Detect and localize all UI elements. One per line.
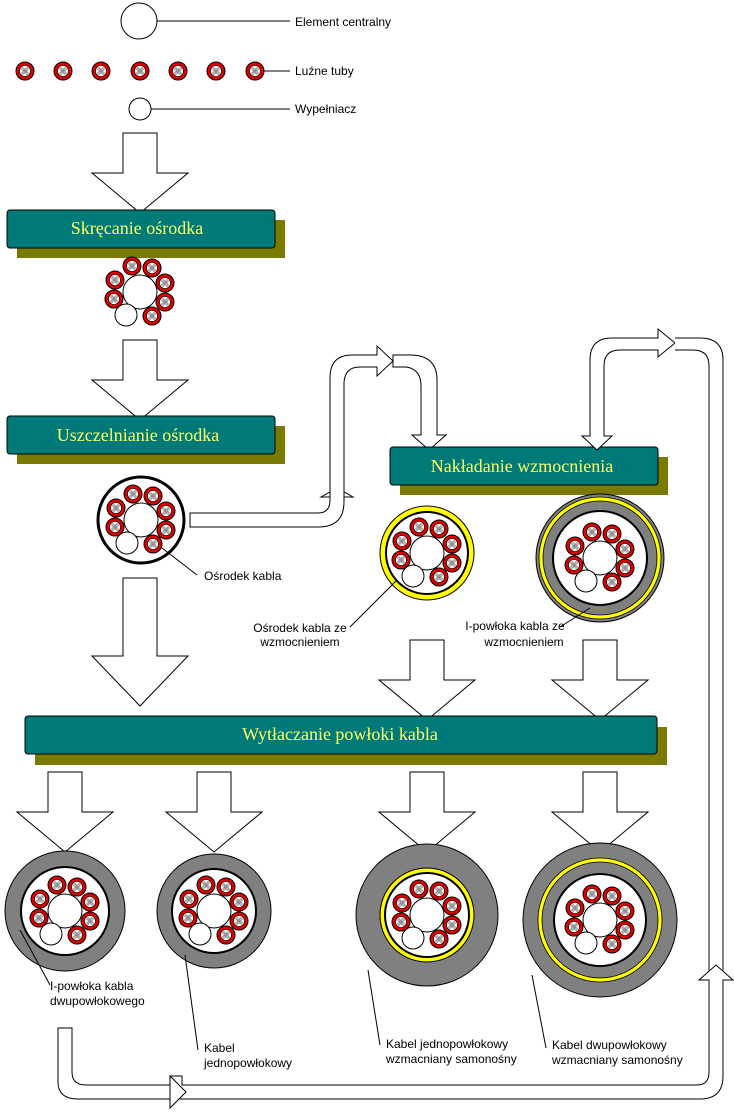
callout-double-self-line1: Kabel dwupowłokowy <box>552 1038 667 1052</box>
flow-pipe-return-bottom <box>57 964 734 1100</box>
callout-inner-sheath-double-line1: I-powłoka kabla <box>50 979 134 993</box>
loose-tube-icon <box>53 61 73 81</box>
double-sheath-self-supporting-cable <box>522 842 678 998</box>
callout-single-sheath-line2: jednopowłokowy <box>203 1056 292 1070</box>
callout-single-self-line1: Kabel jednopowłokowy <box>386 1037 508 1051</box>
process-arrow <box>91 339 189 421</box>
flow-pipe-to-reinforcement <box>189 487 355 528</box>
process-arrow <box>551 771 649 853</box>
step-sheathing-label: Wytłaczanie powłoki kabla <box>242 724 438 744</box>
legend-loose-tubes-label: Luźne tuby <box>295 64 354 78</box>
step-stranding: Skręcanie ośrodka <box>6 209 285 258</box>
callout-inner-sheath-reinforced-line1: I-powłoka kabla ze <box>465 619 565 633</box>
core-with-reinforcement <box>379 505 475 601</box>
process-arrow <box>378 639 476 721</box>
flow-arrow-head-return <box>169 1074 187 1110</box>
legend-central-element: Element centralny <box>120 2 391 40</box>
cable-core <box>96 475 186 565</box>
callout-inner-sheath-reinforced-line2: wzmocnieniem <box>483 635 563 649</box>
flow-pipe-return-side <box>675 337 724 981</box>
loose-tube-icon <box>206 61 226 81</box>
step-box <box>6 415 276 455</box>
flow-pipe-up <box>329 344 394 497</box>
step-sheathing: Wytłaczanie powłoki kabla <box>24 715 667 765</box>
loose-tube-icon <box>168 61 188 81</box>
loose-tube-icon <box>91 61 111 81</box>
process-arrow <box>16 771 114 853</box>
callout-single-self-line2: wzmacniany samonośny <box>385 1052 517 1066</box>
inner-sheath-double-cable <box>4 850 126 972</box>
legend-central-element-label: Element centralny <box>295 15 391 29</box>
callout-inner-sheath-double-line2: dwupowłokowego <box>50 994 145 1008</box>
loose-tube-icon <box>245 61 265 81</box>
process-arrow <box>91 577 189 707</box>
inner-sheath-with-reinforcement <box>535 493 665 623</box>
single-sheath-cable <box>156 853 272 969</box>
step-reinforcement: Nakładanie wzmocnienia <box>389 446 668 495</box>
step-sealing-label: Uszczelnianie ośrodka <box>57 425 219 445</box>
step-box <box>389 446 659 486</box>
process-arrow <box>165 771 263 853</box>
legend-filler-label: Wypełniacz <box>295 102 356 116</box>
callout-cable-core: Ośrodek kabla <box>204 569 282 583</box>
flow-pipe-down <box>392 354 448 451</box>
flow-pipe-return-top <box>580 327 676 451</box>
process-arrow <box>551 639 649 721</box>
legend-loose-tubes: Luźne tuby <box>15 61 354 81</box>
callout-core-reinforced-line1: Ośrodek kabla ze <box>253 621 347 635</box>
step-box <box>24 715 658 755</box>
step-sealing: Uszczelnianie ośrodka <box>6 415 285 464</box>
callout-core-reinforced-line2: wzmocnieniem <box>259 635 339 649</box>
process-arrow <box>378 771 476 853</box>
step-reinforcement-label: Nakładanie wzmocnienia <box>431 456 613 476</box>
callout-single-sheath-line1: Kabel <box>204 1041 235 1055</box>
step-box <box>6 209 276 249</box>
loose-tube-icon <box>130 61 150 81</box>
central-element-icon <box>120 2 158 40</box>
legend-filler: Wypełniacz <box>128 97 356 121</box>
stranded-core <box>105 257 174 326</box>
loose-tube-icon <box>15 61 35 81</box>
step-stranding-label: Skręcanie ośrodka <box>71 218 203 238</box>
filler-icon <box>128 97 152 121</box>
callout-double-self-line2: wzmacniany samonośny <box>551 1053 683 1067</box>
process-arrow <box>91 132 189 214</box>
single-sheath-self-supporting-cable <box>355 843 499 987</box>
